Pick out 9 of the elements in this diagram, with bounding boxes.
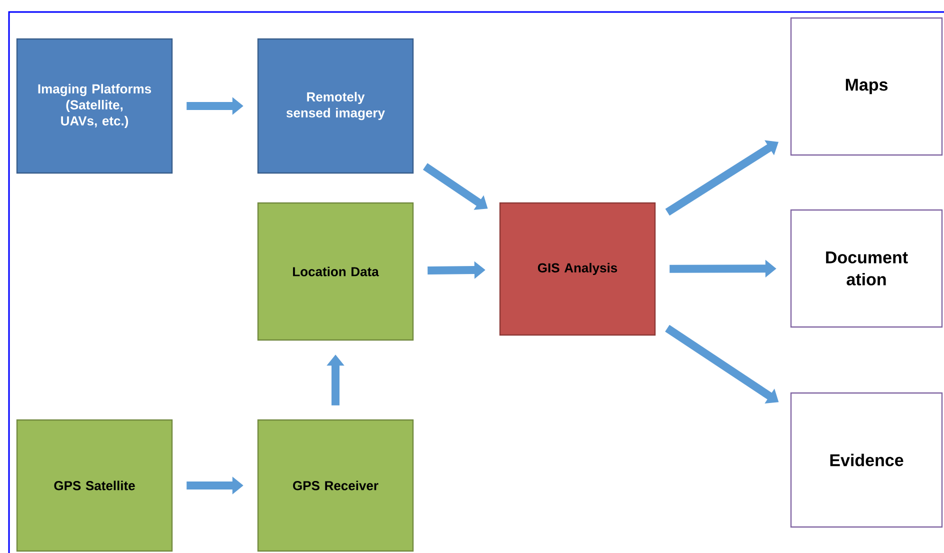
analysis-box: GIS Analysis <box>499 202 656 336</box>
process-box: GPS Receiver <box>257 419 414 552</box>
output-box: Maps <box>790 17 943 156</box>
process-box: Remotely sensed imagery <box>257 38 414 174</box>
output-box: Document ation <box>790 209 943 328</box>
process-box: GPS Satellite <box>16 419 173 552</box>
output-box: Evidence <box>790 392 943 528</box>
process-box: Imaging Platforms (Satellite, UAVs, etc.) <box>16 38 173 174</box>
process-box: Location Data <box>257 202 414 341</box>
